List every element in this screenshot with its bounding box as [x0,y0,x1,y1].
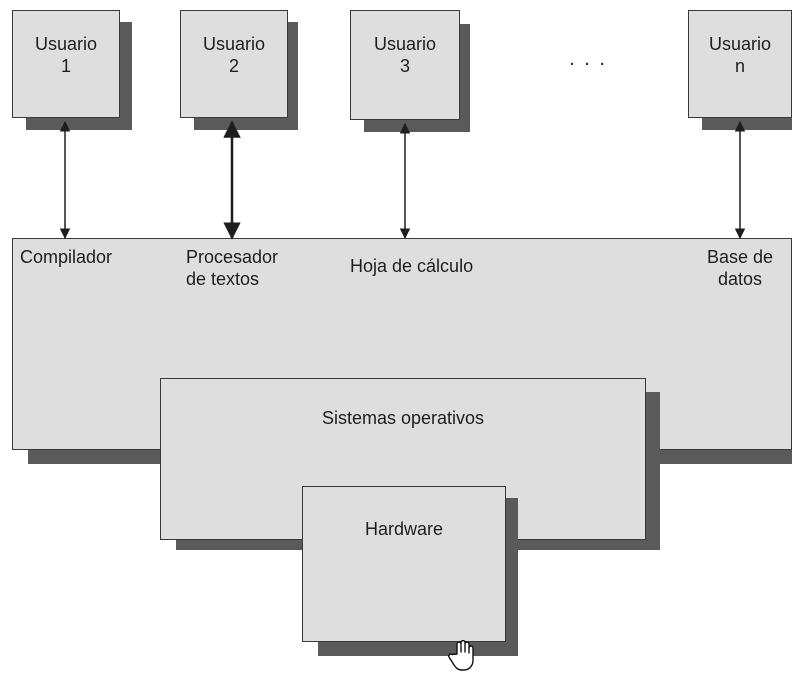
user-3-label: Usuario 3 [373,34,437,76]
user-2-label: Usuario 2 [202,34,266,76]
hardware-label: Hardware [364,519,444,539]
user-1-box: Usuario 1 [12,10,120,118]
user-n-label: Usuario n [708,34,772,76]
app-label-compilador: Compilador [20,247,113,267]
user-n-box: Usuario n [688,10,792,118]
ellipsis: . . . [569,48,607,70]
app-label-base-de-datos: Base de datos [706,247,774,289]
app-label-hoja-de-calculo: Hoja de cálculo [350,256,474,276]
os-label: Sistemas operativos [321,408,485,428]
user-2-box: Usuario 2 [180,10,288,118]
hardware-box [302,486,506,642]
hand-pointer-icon [448,640,474,671]
user-3-box: Usuario 3 [350,10,460,120]
app-label-procesador-de-textos: Procesador de textos [186,247,279,289]
user-1-label: Usuario 1 [34,34,98,76]
